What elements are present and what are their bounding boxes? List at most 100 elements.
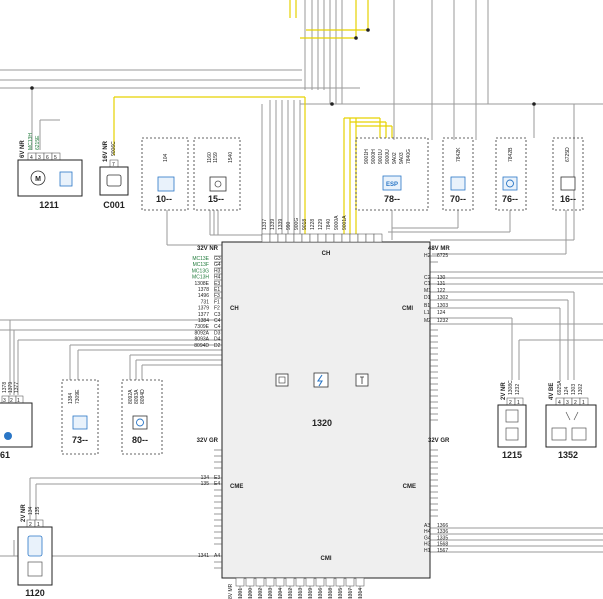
module-icon <box>275 373 289 387</box>
bottom-wire-label: 1204 <box>278 588 284 599</box>
motor-icon <box>30 170 46 186</box>
left-wire-label: 7309E <box>195 324 210 330</box>
component-1352[interactable]: 4V BE 6925A 124 1303 1302 4 3 2 1 1352 <box>545 380 597 460</box>
ecu-right-label-cme: CME <box>403 484 416 490</box>
c1215-connector: 2V NR <box>501 382 507 400</box>
right-wire-label: 122 <box>437 288 446 294</box>
component-61[interactable]: 1378 1379 1377 3 2 1 61 <box>0 382 33 460</box>
sensor-housing-icon <box>27 561 43 577</box>
left-lower-pin-label: E4 <box>214 481 220 487</box>
right-lower-pin-label: H4 <box>424 529 431 535</box>
component-76[interactable]: 7842B 76-- <box>495 137 527 211</box>
component-80[interactable]: 8092A 8093A 8094D 80-- <box>121 379 163 455</box>
c78-id: 78-- <box>384 194 400 204</box>
left-pin-label: G4 <box>214 262 221 268</box>
switch-icon <box>505 409 519 423</box>
c1352-pin-3: 2 <box>574 400 577 406</box>
ecu-right-label-cmi: CMI <box>402 306 413 312</box>
diagnostic-socket-icon <box>106 174 122 187</box>
ecu-top-label: CH <box>322 251 331 257</box>
c1215-id: 1215 <box>502 450 522 460</box>
key-shape-icon <box>360 376 364 384</box>
wheel-sensor-icon <box>502 176 518 191</box>
left-pin-label: D3 <box>214 330 221 336</box>
c15-frame <box>193 137 241 211</box>
ecu-bottom-pins <box>235 577 365 587</box>
abs-icon <box>450 176 466 191</box>
c1211-pin-3: 6 <box>46 155 49 161</box>
component-1211[interactable]: 6V NR MC13H 6215E 4 3 6 5 M 1211 <box>17 133 83 210</box>
c16-frame <box>552 137 584 211</box>
left-wire-label: 1496 <box>198 293 209 299</box>
right-pin-label: B1 <box>424 303 430 309</box>
left-pin-label: F3 <box>214 293 220 299</box>
c76-id: 76-- <box>502 194 518 204</box>
c73-wire-2: 7309E <box>75 389 81 404</box>
connector-bottom: 8V MR <box>228 583 234 599</box>
right-wire-label: 6725 <box>437 253 448 259</box>
lamp-icon <box>560 176 576 191</box>
c10-id: 10-- <box>156 194 172 204</box>
right-lower-wire-label: 1336 <box>437 529 448 535</box>
left-wire-label: 8092A <box>195 330 210 336</box>
top-wire-label: 1228 <box>310 219 316 230</box>
junction-dots <box>30 28 536 106</box>
right-wire-label: 1303 <box>437 303 448 309</box>
c61-wire-3: 1377 <box>14 382 20 393</box>
c001-id: C001 <box>103 200 125 210</box>
top-wire-label: 1337 <box>262 219 268 230</box>
c1211-pin-4: 5 <box>54 155 57 161</box>
c61-pin-2: 2 <box>10 398 13 404</box>
svg-text:M: M <box>35 176 41 183</box>
top-wire-label: 1229 <box>318 219 324 230</box>
top-wire-label: 1339 <box>278 219 284 230</box>
c1215-wire-2: 1232 <box>515 384 521 395</box>
lightning-icon <box>313 372 329 388</box>
connector-bottom-left: 32V GR <box>197 438 219 444</box>
c1215-pin-1: 2 <box>509 400 512 406</box>
c61-id: 61 <box>0 450 10 460</box>
left-lower-pin-label: E3 <box>214 475 220 481</box>
c10-wire: 104 <box>163 153 169 162</box>
left-pin-label: G3 <box>214 256 221 262</box>
right-wire-label: 124 <box>437 310 446 316</box>
c1120-wire-1: 134 <box>28 506 34 515</box>
c61-pin-3: 1 <box>17 398 20 404</box>
chip-icon <box>278 376 286 384</box>
c1352-wire-1: 6925A <box>557 380 563 395</box>
c1211-pin-1: 4 <box>30 155 33 161</box>
ecu-id: 1320 <box>312 418 332 428</box>
component-70[interactable]: 7842K 70-- <box>442 137 474 211</box>
bottom-wire-label: 1203 <box>268 588 274 599</box>
c1352-pin-1: 4 <box>558 400 561 406</box>
left-lower-pin-label: A4 <box>214 553 220 559</box>
lightning-bolt-icon <box>316 374 323 387</box>
left-pin-label: C4 <box>214 324 221 330</box>
c61-wire-1: 1378 <box>2 382 8 393</box>
component-10[interactable]: 104 10-- <box>141 137 189 211</box>
right-pin-label: D1 <box>424 295 431 301</box>
pedal-icon <box>551 427 567 441</box>
component-73[interactable]: 1384 7309E 73-- <box>61 379 99 455</box>
component-1215[interactable]: 2V NR 1308C 1232 2 1 1215 <box>497 380 527 460</box>
bottom-wire-label: 1312 <box>288 588 294 599</box>
right-lower-wire-label: 1568 <box>437 542 448 548</box>
component-16[interactable]: 6725D 16-- <box>552 137 584 211</box>
top-wire-label: 900G <box>294 218 300 230</box>
left-wire-label: 8094D <box>194 343 209 349</box>
component-c001[interactable]: 16V NR 9006C 7 C001 <box>99 140 129 210</box>
left-pin-label: H3 <box>214 268 221 274</box>
left-wire-label: 1384 <box>198 318 209 324</box>
left-wire-label: 1308E <box>195 281 210 287</box>
component-15[interactable]: 1160 1159 1540 15-- <box>193 137 241 211</box>
bottom-wire-label: 1314 <box>358 588 364 599</box>
bottom-wire-label: 1317 <box>348 588 354 599</box>
esp-icon-label: ESP <box>386 182 398 188</box>
component-1120[interactable]: 2V NR 134 135 2 1 1120 <box>17 504 53 598</box>
c78-wire-label: 9000U <box>385 149 391 164</box>
